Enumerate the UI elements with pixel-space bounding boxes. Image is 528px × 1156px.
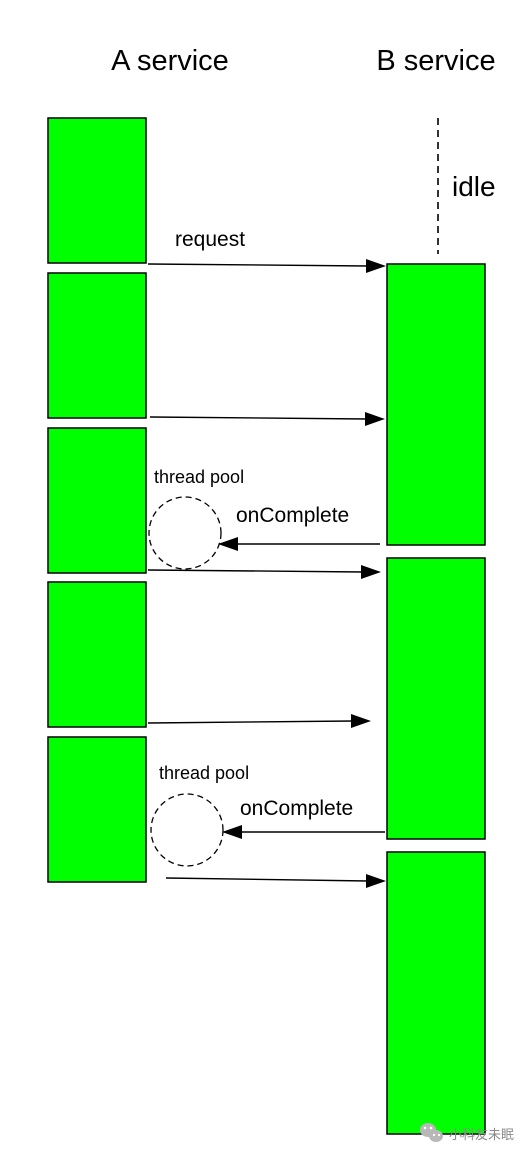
request-arrow-3-head — [361, 565, 381, 579]
on-complete-arrow-1-head — [218, 537, 238, 551]
a-service-block-3 — [47, 427, 147, 574]
a-service-block-4 — [47, 581, 147, 728]
b-service-block-2 — [386, 557, 486, 840]
thread-pool-circle-2 — [150, 793, 224, 867]
thread-pool-circle-1 — [148, 496, 222, 570]
request-arrow-1-head — [366, 259, 386, 273]
b-service-block-1 — [386, 263, 486, 546]
request-arrow-5-line — [165, 877, 369, 882]
request-arrow-1-line — [147, 263, 369, 267]
request-arrow-3-line — [147, 569, 364, 573]
a-service-block-1 — [47, 117, 147, 264]
request-arrow-5-head — [366, 874, 386, 888]
watermark-text: 小科友未眠 — [449, 1127, 514, 1142]
request-arrow-2-line — [149, 416, 368, 420]
on-complete-arrow-2-head — [222, 825, 242, 839]
a-service-block-5 — [47, 736, 147, 883]
watermark: 小科友未眠 — [420, 1123, 514, 1142]
wechat-icon — [420, 1123, 443, 1142]
a-service-title: A service — [111, 45, 229, 77]
on-complete-label-1: onComplete — [236, 504, 349, 527]
request-arrow-4-head — [351, 714, 371, 728]
request-arrow-4-line — [147, 720, 354, 724]
thread-pool-label-1: thread pool — [154, 467, 244, 487]
request-arrow-2-head — [365, 412, 385, 426]
thread-pool-label-2: thread pool — [159, 763, 249, 783]
on-complete-label-2: onComplete — [240, 797, 353, 820]
idle-label: idle — [452, 171, 496, 202]
a-service-block-2 — [47, 272, 147, 419]
request-label: request — [175, 228, 245, 251]
b-service-block-3 — [386, 851, 486, 1135]
b-service-title: B service — [376, 45, 495, 77]
